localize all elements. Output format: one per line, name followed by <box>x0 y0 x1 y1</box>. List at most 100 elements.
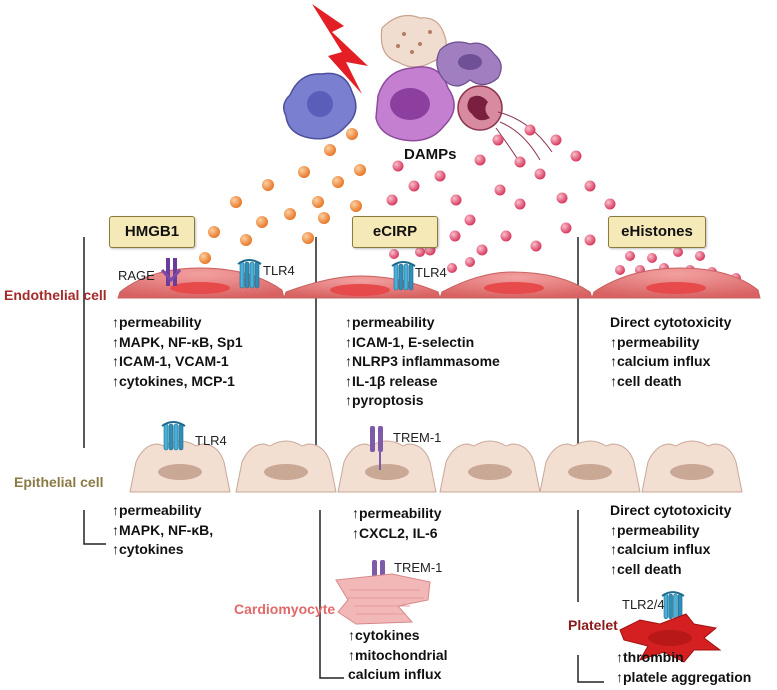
damp-particle <box>514 156 526 168</box>
tlr4-label: TLR4 <box>195 433 227 448</box>
damp-particle <box>449 230 461 242</box>
effect-item: ↑platele aggregation <box>616 668 752 685</box>
damp-particle <box>556 192 568 204</box>
epithelial-nucleus <box>468 464 512 480</box>
platelet-icon <box>619 613 722 663</box>
damp-particle <box>450 194 462 206</box>
damp-particle <box>625 251 635 261</box>
epithelial-nucleus <box>264 464 308 480</box>
effect-item: ↑ICAM-1, E-selectin <box>345 333 475 350</box>
damp-particle <box>492 134 504 146</box>
damp-particle <box>256 216 268 228</box>
ehistones-label-box: eHistones <box>608 216 706 248</box>
damp-particle <box>560 222 572 234</box>
epithelial-nucleus <box>568 464 612 480</box>
effect-item: ↑calcium influx <box>610 541 711 557</box>
damp-particle <box>447 263 457 273</box>
ecirp-label-box: eCIRP <box>352 216 438 248</box>
ecirp-cardiomyocyte-effects: ↑cytokines ↑mitochondrial calcium influx <box>348 626 448 685</box>
effect-item: ↑permeability <box>610 521 700 538</box>
effect-item: ↑permeability <box>112 314 202 330</box>
damp-particle <box>415 247 425 257</box>
effect-item: ↑MAPK, NF-κB, Sp1 <box>112 333 243 350</box>
damp-particle <box>346 128 358 140</box>
ecirp-endothelial-effects: ↑permeability ↑ICAM-1, E-selectin ↑NLRP3… <box>345 313 500 411</box>
effect-item: ↑mitochondrial <box>348 646 448 663</box>
damp-particle <box>695 251 705 261</box>
epithelial-nucleus <box>365 464 409 480</box>
effect-item: ↑cell death <box>610 372 682 389</box>
effect-item: ↑cytokines <box>348 627 420 643</box>
damp-particle <box>673 247 683 257</box>
damp-particle <box>408 180 420 192</box>
damp-particle <box>389 249 399 259</box>
damps-particles <box>199 124 741 283</box>
damp-particle <box>298 166 310 178</box>
effect-item: ↑permeability <box>352 505 442 521</box>
damp-particle <box>584 234 596 246</box>
damaged-immune-cells-icon <box>283 15 553 167</box>
cardiomyocyte-label: Cardiomyocyte <box>234 601 336 617</box>
epithelial-nucleus <box>670 464 714 480</box>
damp-particle <box>199 252 211 264</box>
damp-particle <box>312 196 324 208</box>
effect-item: ↑IL-1β release <box>345 372 438 389</box>
hmgb1-epithelial-effects: ↑permeability ↑MAPK, NF-κB, ↑cytokines <box>112 501 213 560</box>
effect-item: ↑permeability <box>345 314 435 330</box>
hmgb1-endothelial-effects: ↑permeability ↑MAPK, NF-κB, Sp1 ↑ICAM-1,… <box>112 313 243 391</box>
ehistones-endothelial-effects: Direct cytotoxicity ↑permeability ↑calci… <box>610 313 731 391</box>
tlr4-receptor-icon <box>391 261 416 291</box>
epithelial-nucleus <box>158 464 202 480</box>
damp-particle <box>570 150 582 162</box>
damp-particle <box>476 244 488 256</box>
tlr4-label: TLR4 <box>263 263 295 278</box>
damp-particle <box>464 214 476 226</box>
rage-label: RAGE <box>118 268 155 283</box>
ecirp-epithelial-effects: ↑permeability ↑CXCL2, IL-6 <box>352 504 441 543</box>
damp-particle <box>434 170 446 182</box>
damp-particle <box>524 124 536 136</box>
damp-particle <box>494 184 506 196</box>
effect-item: ↑MAPK, NF-κB, <box>112 521 214 538</box>
cardiomyocyte-icon <box>335 573 431 625</box>
effect-item: ↑CXCL2, IL-6 <box>352 524 438 541</box>
platelet-label: Platelet <box>568 617 618 633</box>
damp-particle <box>262 179 274 191</box>
endothelial-cell-label: Endothelial cell <box>4 287 107 303</box>
damp-particle <box>324 144 336 156</box>
effect-item: Direct cytotoxicity <box>610 502 732 518</box>
tlr2-4-receptor-icon <box>661 591 685 620</box>
rage-receptor-icon <box>160 258 182 286</box>
effect-item: ↑thrombin <box>616 649 684 665</box>
ehistones-epithelial-effects: Direct cytotoxicity ↑permeability ↑calci… <box>610 501 731 579</box>
damp-particle <box>604 198 616 210</box>
damp-particle <box>332 176 344 188</box>
effect-item: ↑cell death <box>610 560 682 577</box>
effect-item: ↑pyroptosis <box>345 392 424 408</box>
damp-particle <box>230 196 242 208</box>
damp-particle <box>318 212 330 224</box>
damp-particle <box>500 230 512 242</box>
effect-item: ↑permeability <box>610 333 700 350</box>
tlr4-receptor-icon <box>237 259 262 289</box>
effect-item: ↑cytokines <box>112 541 184 557</box>
damp-particle <box>465 257 475 267</box>
damp-particle <box>514 198 526 210</box>
damp-particle <box>550 134 562 146</box>
tlr4-label: TLR4 <box>415 265 447 280</box>
effect-item: calcium influx <box>348 666 442 682</box>
damp-particle <box>647 253 657 263</box>
trem1-receptor-icon <box>370 426 383 470</box>
epithelial-cell-label: Epithelial cell <box>14 474 104 490</box>
epithelial-cell-layer <box>129 440 743 493</box>
effect-item: ↑cytokines, MCP-1 <box>112 372 235 389</box>
damp-particle <box>534 168 546 180</box>
effect-item: Direct cytotoxicity <box>610 314 732 330</box>
trem1-label: TREM-1 <box>394 560 443 575</box>
damp-particle <box>354 164 366 176</box>
pathway-bracket-lines <box>83 237 604 683</box>
damp-particle <box>615 265 625 275</box>
hmgb1-label-box: HMGB1 <box>109 216 195 248</box>
tlr2-4-label: TLR2/4 <box>622 597 665 612</box>
